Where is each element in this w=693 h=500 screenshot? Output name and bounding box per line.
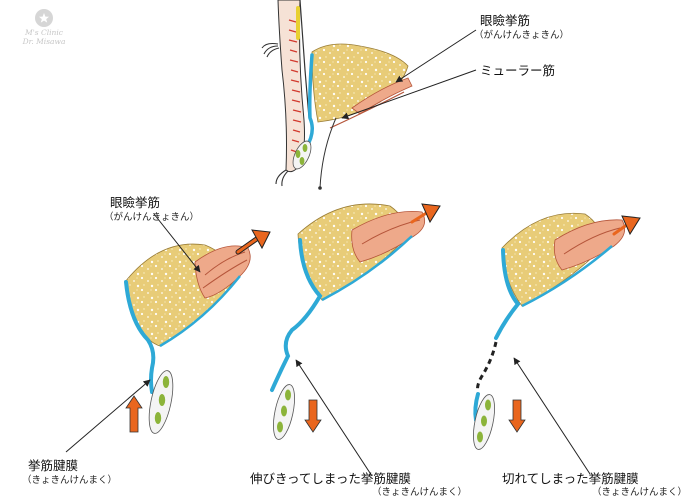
clinic-logo-icon	[35, 9, 53, 27]
eyelid-skin	[277, 0, 305, 173]
panel-normal	[124, 229, 271, 434]
leader-top-muller	[341, 69, 477, 120]
top-levator-reading: （がんけんきょきん）	[474, 30, 570, 41]
panel3-aponeurosis-reading: （きょきんけんまく）	[592, 487, 688, 498]
orbicularis-muscle	[288, 19, 302, 153]
clinic-name: M's Clinic	[25, 28, 63, 37]
panel1-levator-label: 眼瞼挙筋	[110, 195, 161, 210]
top-levator-aponeurosis	[304, 53, 314, 150]
panel-torn	[473, 212, 641, 450]
panel1-aponeurosis	[124, 280, 156, 394]
panel3-torn-gap	[476, 341, 498, 393]
orbital-septum	[299, 0, 310, 119]
conjunctiva-line	[319, 117, 337, 189]
panel2-leader-bottom	[295, 359, 373, 477]
panel3-aponeurosis-upper	[494, 248, 521, 340]
panel3-aponeurosis-label: 切れてしまった挙筋腱膜	[502, 471, 639, 486]
clinic-doctor: Dr. Misawa	[22, 37, 66, 46]
panel1-leader-top	[153, 213, 201, 273]
panel3-down-arrow	[508, 399, 526, 433]
panel1-aponeurosis-reading: （きょきんけんまく）	[22, 475, 118, 486]
panel1-leader-bottom	[65, 379, 151, 453]
panel1-levator-reading: （がんけんきょきん）	[104, 212, 200, 223]
top-muller-muscle	[329, 91, 405, 129]
top-muller-label: ミューラー筋	[480, 63, 556, 78]
panel2-down-arrow	[304, 399, 322, 433]
panel2-aponeurosis-reading: （きょきんけんまく）	[372, 487, 468, 498]
upper-eyelashes	[261, 42, 289, 187]
clinic-logo: M's Clinic Dr. Misawa	[8, 8, 80, 46]
panel-stretched	[270, 203, 441, 440]
panel1-up-arrow	[125, 395, 143, 433]
orbital-bone-yellow	[296, 6, 300, 40]
top-levator-label: 眼瞼挙筋	[480, 13, 531, 28]
panel1-aponeurosis-label: 挙筋腱膜	[28, 458, 79, 473]
leader-top-levator	[395, 29, 477, 83]
panel2-aponeurosis-label: 伸びきってしまった挙筋腱膜	[250, 471, 411, 486]
panel3-levator-muscle	[553, 219, 626, 271]
top-eyelid-cross-section	[261, 0, 413, 190]
panel3-leader-bottom	[513, 357, 591, 475]
panel2-aponeurosis	[270, 238, 323, 392]
